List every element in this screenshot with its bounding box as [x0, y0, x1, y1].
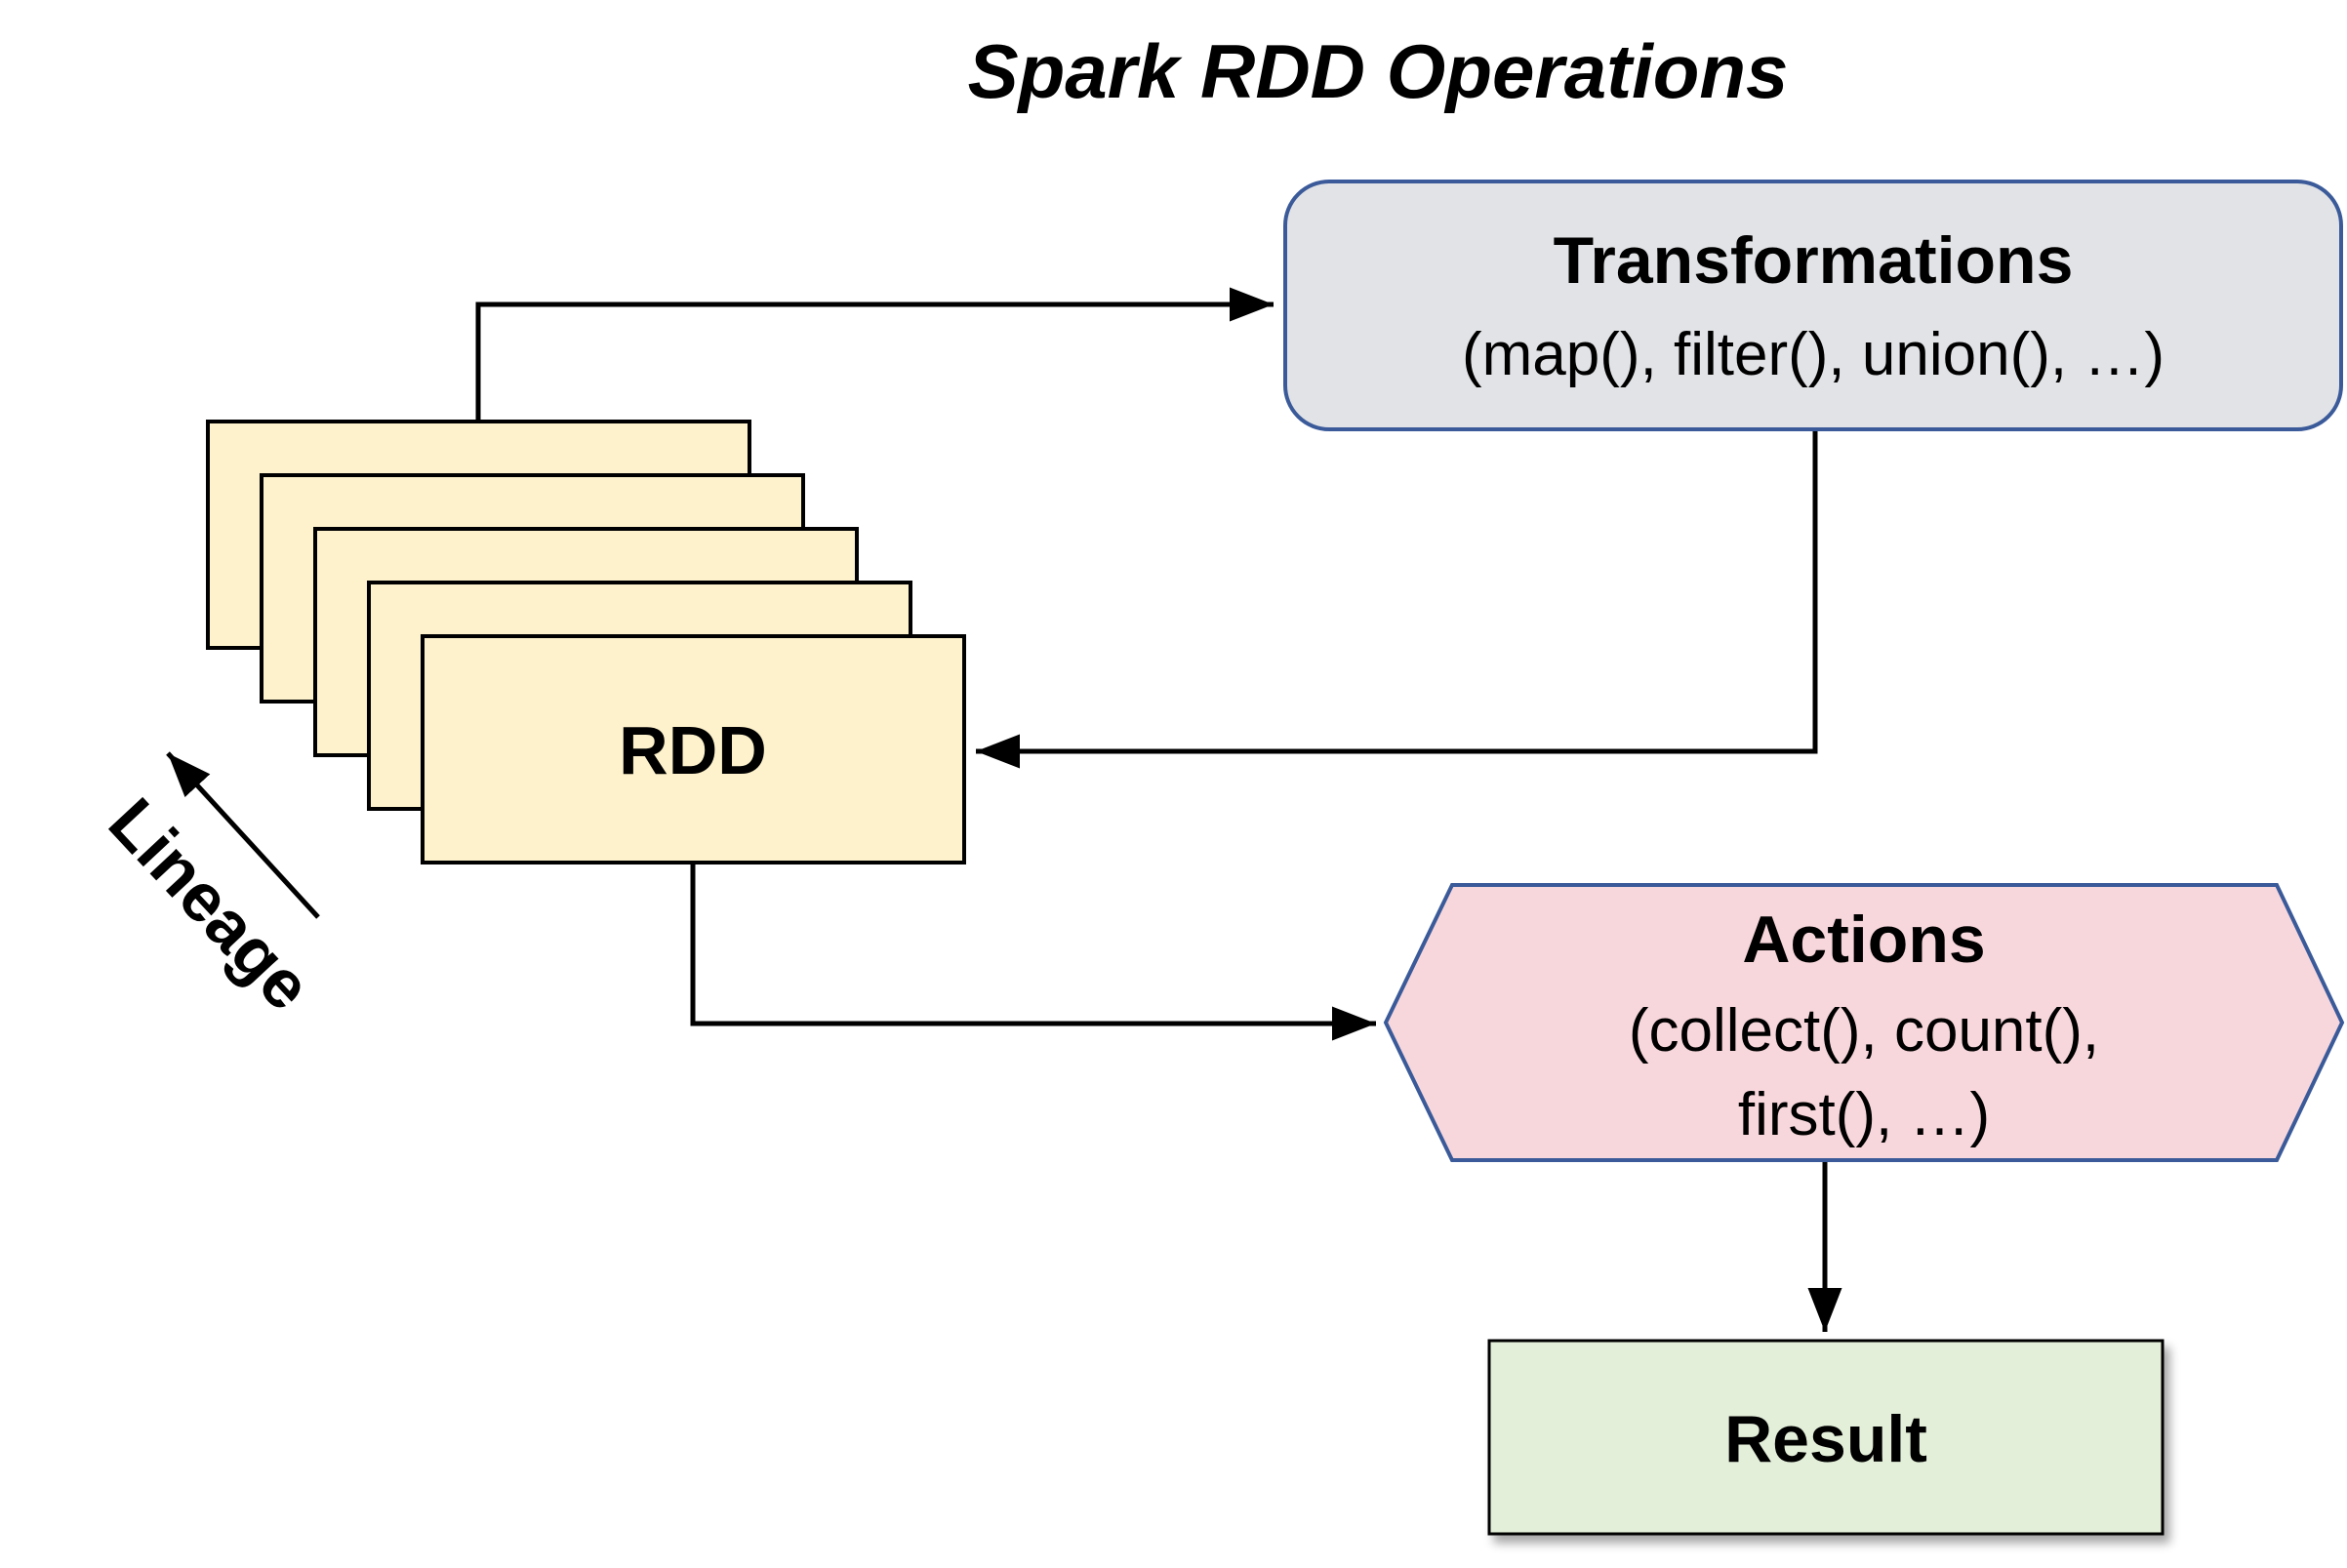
edge-transformations-to-rdd: [976, 429, 1818, 769]
actions-title: Actions: [1742, 903, 1985, 977]
transformations-box: [1283, 180, 2343, 431]
actions-node: Actions (collect(), count(), first(), …): [1383, 883, 2345, 1162]
lineage-label: Lineage: [95, 784, 326, 1025]
edge-rdd-to-transformations: [475, 287, 1274, 422]
edge-rdd-to-actions: [690, 863, 1376, 1041]
transformations-subtitle: (map(), filter(), union(), …): [1462, 321, 2165, 388]
transformations-node: Transformations (map(), filter(), union(…: [1283, 180, 2343, 431]
lineage-indicator: Lineage: [95, 751, 326, 1025]
result-node: Result: [1487, 1339, 2165, 1536]
lineage-arrow: [166, 751, 320, 919]
actions-subtitle-line1: (collect(), count(),: [1629, 997, 2099, 1065]
diagram-title: Spark RDD Operations: [968, 28, 1789, 114]
actions-subtitle-line2: first(), …): [1738, 1081, 1990, 1148]
transformations-title: Transformations: [1554, 223, 2074, 298]
actions-hexagon: [1383, 883, 2345, 1162]
result-label: Result: [1724, 1402, 1927, 1476]
rdd-stack: RDD: [206, 420, 966, 864]
rdd-card-front: [421, 634, 966, 864]
result-box: [1487, 1339, 2165, 1536]
rdd-label: RDD: [619, 712, 767, 788]
